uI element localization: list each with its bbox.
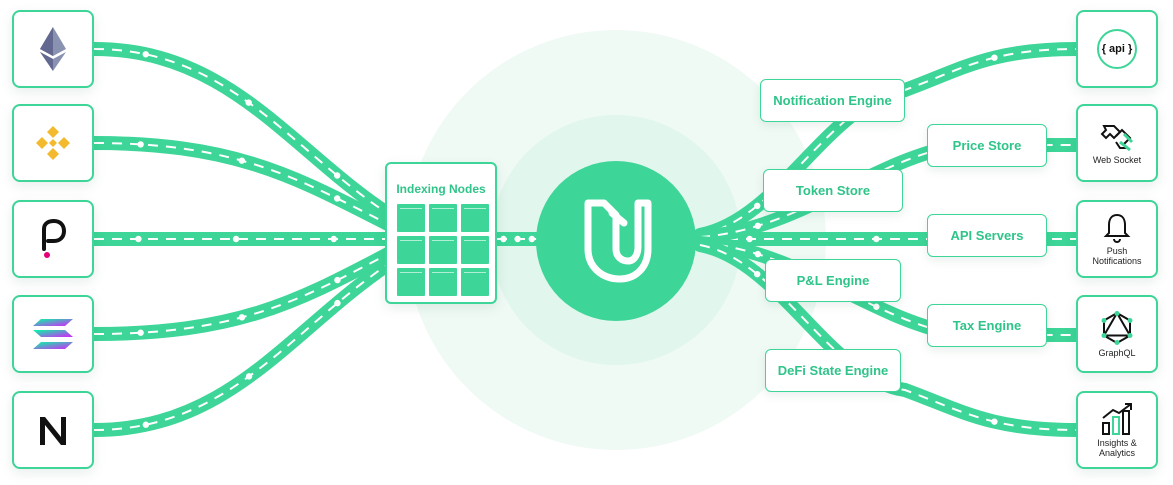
bell-icon — [1103, 213, 1131, 243]
token-store-label: Token Store — [795, 183, 871, 198]
solana-icon — [33, 319, 73, 349]
output-card-push: Push Notifications — [1076, 200, 1158, 278]
indexing-node — [461, 236, 489, 264]
indexing-node — [397, 204, 425, 232]
data-packet — [991, 418, 998, 425]
graphql-label: GraphQL — [1098, 347, 1136, 358]
data-packet — [142, 51, 149, 58]
data-packet — [238, 157, 246, 164]
push-label-line-2: Notifications — [1092, 255, 1142, 266]
notification-engine-box: Notification Engine — [760, 79, 905, 122]
data-packet — [514, 235, 521, 243]
source-card-solana — [12, 295, 94, 373]
data-packet — [754, 202, 761, 210]
tax-engine-label: Tax Engine — [952, 318, 1022, 333]
road-lane-3 — [93, 252, 391, 335]
road-4 — [87, 256, 397, 437]
insights-label-line-1: Insights & — [1097, 437, 1137, 448]
output-card-graphql: GraphQL — [1076, 295, 1158, 373]
notification-engine-label: Notification Engine — [773, 93, 892, 108]
binance-icon — [36, 126, 70, 160]
analytics-chart-icon — [1102, 402, 1132, 435]
api-icon-text: { api } — [1101, 43, 1133, 55]
data-packet — [137, 141, 144, 148]
graphql-icon — [1101, 310, 1133, 345]
data-packet — [238, 314, 246, 321]
road-lane-1 — [93, 142, 391, 226]
source-card-near — [12, 391, 94, 469]
data-packet — [245, 373, 253, 380]
data-packet — [135, 235, 142, 243]
source-card-polkadot — [12, 200, 94, 278]
data-packet — [334, 276, 341, 284]
push-notifications-label: Push Notifications — [1092, 246, 1141, 266]
data-packet — [333, 195, 341, 202]
output-card-insights: Insights & Analytics — [1076, 391, 1158, 469]
insights-analytics-label: Insights & Analytics — [1097, 438, 1137, 458]
data-packet — [330, 235, 337, 243]
data-packet — [991, 54, 998, 61]
indexing-node — [429, 236, 457, 264]
insights-label-line-2: Analytics — [1098, 447, 1135, 458]
output-card-api: { api } — [1076, 10, 1158, 88]
data-packet — [333, 172, 341, 179]
pnl-engine-label: P&L Engine — [796, 273, 870, 288]
defi-state-engine-box: DeFi State Engine — [765, 349, 901, 392]
data-packet — [528, 235, 536, 243]
tax-engine-box: Tax Engine — [927, 304, 1047, 347]
unmarshal-logo-icon — [584, 199, 652, 283]
data-packet — [754, 270, 761, 278]
data-packet — [137, 329, 144, 336]
data-packet — [142, 421, 150, 428]
output-card-web-socket: Web Socket — [1076, 104, 1158, 182]
data-packet — [334, 299, 341, 307]
price-store-box: Price Store — [927, 124, 1047, 167]
road-lane-7 — [699, 48, 1077, 236]
defi-state-engine-label: DeFi State Engine — [777, 363, 889, 378]
data-packet — [873, 235, 880, 243]
indexing-node — [461, 204, 489, 232]
api-icon: { api } — [1097, 29, 1137, 69]
web-socket-label: Web Socket — [1092, 154, 1142, 165]
polkadot-icon — [42, 219, 67, 258]
data-packet — [746, 235, 753, 243]
road-0 — [87, 42, 397, 222]
token-store-box: Token Store — [763, 169, 903, 212]
api-servers-box: API Servers — [927, 214, 1047, 257]
data-packet — [754, 250, 762, 258]
data-packet — [873, 303, 880, 310]
indexing-node — [397, 268, 425, 296]
near-icon — [40, 417, 66, 445]
central-hub — [536, 161, 696, 321]
data-packet — [245, 99, 252, 106]
indexing-node — [397, 236, 425, 264]
api-servers-label: API Servers — [950, 228, 1024, 243]
web-socket-icon — [1100, 124, 1134, 151]
indexing-node — [461, 268, 489, 296]
indexing-node — [429, 268, 457, 296]
data-packet — [232, 235, 240, 243]
ethereum-icon — [40, 27, 66, 71]
indexing-node-grid — [397, 204, 489, 296]
source-card-ethereum — [12, 10, 94, 88]
indexing-nodes-card: Indexing Nodes — [385, 162, 497, 304]
price-store-label: Price Store — [952, 138, 1022, 153]
data-packet — [754, 222, 762, 230]
data-packet — [500, 235, 507, 243]
indexing-nodes-title: Indexing Nodes — [396, 182, 486, 196]
source-card-binance — [12, 104, 94, 182]
indexing-node — [429, 204, 457, 232]
push-label-line-1: Push — [1106, 245, 1128, 256]
pnl-engine-box: P&L Engine — [765, 259, 901, 302]
